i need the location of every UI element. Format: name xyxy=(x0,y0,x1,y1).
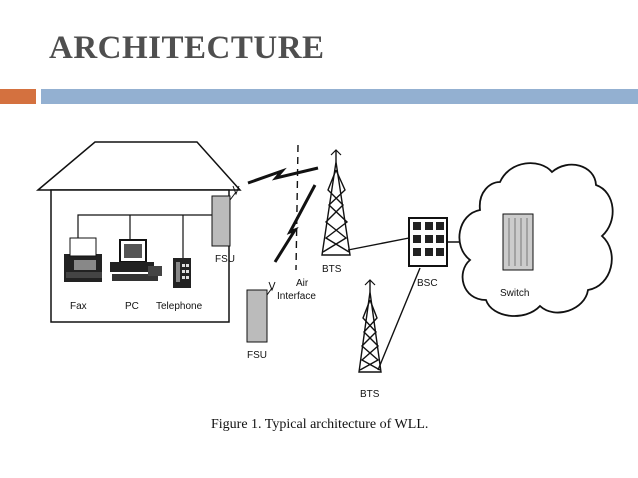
bts-tower-top xyxy=(321,149,351,256)
radio-link-standalone xyxy=(273,184,317,263)
fsu-standalone-label: FSU xyxy=(247,350,267,361)
house-roof xyxy=(35,141,242,191)
fax-icon xyxy=(64,237,102,282)
telephone-label: Telephone xyxy=(156,301,203,312)
fax-label: Fax xyxy=(70,301,87,312)
accent-bar-blue xyxy=(41,89,638,104)
figure-caption: Figure 1. Typical architecture of WLL. xyxy=(211,417,428,432)
fsu-standalone-unit xyxy=(246,281,276,343)
slide-title: ARCHITECTURE xyxy=(49,30,325,66)
link-bts-top-bsc xyxy=(347,237,410,251)
fsu-house-label: FSU xyxy=(215,254,235,265)
switch-label: Switch xyxy=(500,288,529,299)
antenna-icon xyxy=(268,281,276,292)
air-label: Air xyxy=(296,278,309,289)
bts-tower-bottom xyxy=(358,279,382,373)
pc-icon xyxy=(110,239,162,281)
house-wiring xyxy=(77,214,212,258)
house xyxy=(35,141,242,323)
switch-unit xyxy=(502,213,534,271)
antenna-icon xyxy=(232,185,240,196)
bts-top-label: BTS xyxy=(322,264,342,275)
fsu-house-unit xyxy=(211,185,240,247)
air-interface-boundary xyxy=(295,144,299,271)
network-cloud xyxy=(458,162,614,317)
bsc-label: BSC xyxy=(417,278,438,289)
telephone-icon xyxy=(173,258,191,288)
bts-bottom-label: BTS xyxy=(360,389,380,400)
interface-label: Interface xyxy=(277,291,316,302)
accent-bar-orange xyxy=(0,89,36,104)
link-bts-bottom-bsc xyxy=(377,267,421,371)
pc-label: PC xyxy=(125,301,139,312)
radio-link-house xyxy=(247,166,319,185)
bsc-unit xyxy=(408,217,448,267)
